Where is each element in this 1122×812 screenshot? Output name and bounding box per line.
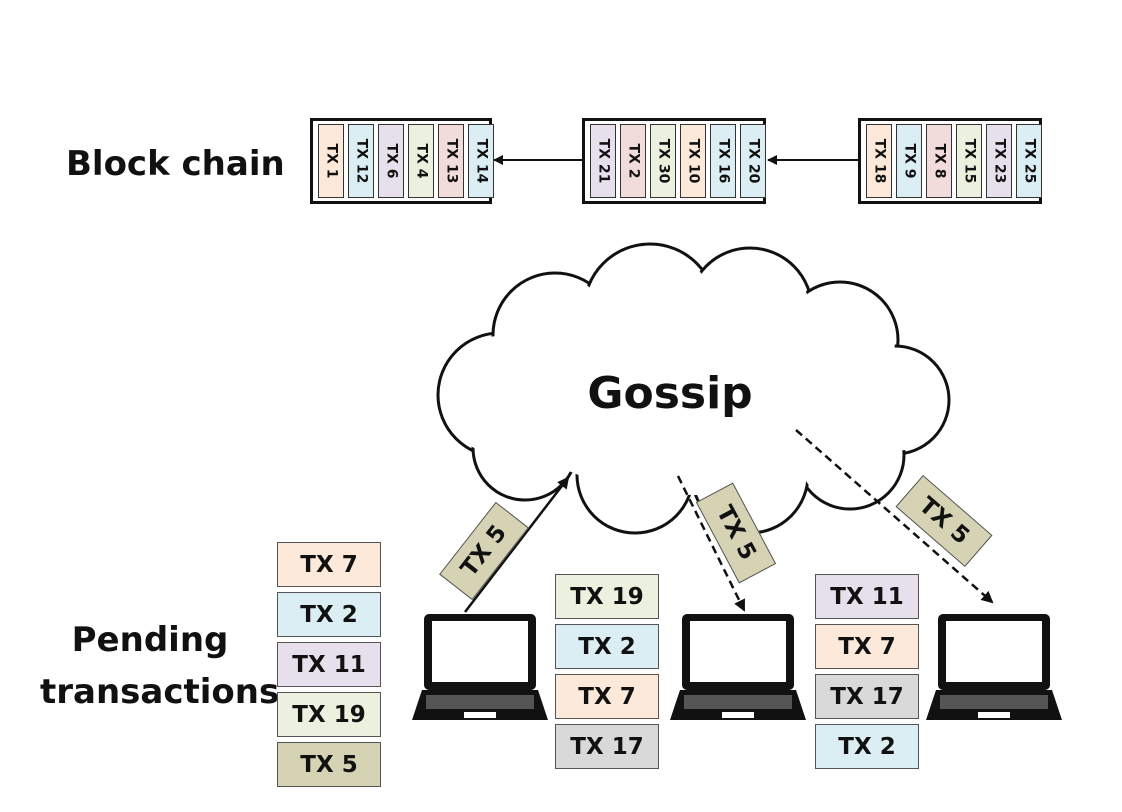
laptop-icon	[412, 614, 548, 720]
block-tx: TX 23	[986, 124, 1012, 198]
pending-tx: TX 7	[277, 542, 381, 587]
gossip-send-arrow	[464, 476, 570, 613]
pending-tx: TX 5	[277, 742, 381, 787]
block: TX 18 TX 9 TX 8 TX 15 TX 23 TX 25	[858, 118, 1042, 204]
gossip-receive-arrow	[676, 475, 746, 612]
gossip-label: Gossip	[587, 368, 753, 419]
block-tx: TX 8	[926, 124, 952, 198]
block-tx: TX 9	[896, 124, 922, 198]
block-tx: TX 16	[710, 124, 736, 198]
block-tx: TX 18	[866, 124, 892, 198]
pending-tx: TX 19	[555, 574, 659, 619]
pending-tx: TX 2	[815, 724, 919, 769]
block: TX 21 TX 2 TX 30 TX 10 TX 16 TX 20	[582, 118, 766, 204]
block-tx: TX 14	[468, 124, 494, 198]
block-tx: TX 1	[318, 124, 344, 198]
block-tx: TX 10	[680, 124, 706, 198]
pending-tx: TX 2	[555, 624, 659, 669]
pending-tx: TX 2	[277, 592, 381, 637]
pending-tx: TX 11	[277, 642, 381, 687]
block: TX 1 TX 12 TX 6 TX 4 TX 13 TX 14	[310, 118, 494, 204]
block-tx: TX 6	[378, 124, 404, 198]
pending-tx: TX 17	[555, 724, 659, 769]
pending-tx: TX 7	[555, 674, 659, 719]
pending-transactions-label: Pending transactions	[40, 614, 280, 718]
block-tx: TX 20	[740, 124, 766, 198]
pending-tx: TX 19	[277, 692, 381, 737]
block-tx: TX 12	[348, 124, 374, 198]
pending-label-line1: Pending	[71, 620, 229, 660]
pending-pool: TX 19 TX 2 TX 7 TX 17	[555, 574, 659, 769]
pending-pool: TX 7 TX 2 TX 11 TX 19 TX 5	[277, 542, 381, 787]
block-tx: TX 13	[438, 124, 464, 198]
laptop-icon	[670, 614, 806, 720]
block-tx: TX 2	[620, 124, 646, 198]
gossip-receive-arrow	[795, 429, 994, 604]
block-tx: TX 4	[408, 124, 434, 198]
block-tx: TX 15	[956, 124, 982, 198]
block-tx: TX 30	[650, 124, 676, 198]
block-tx: TX 21	[590, 124, 616, 198]
pending-tx: TX 17	[815, 674, 919, 719]
laptop-icon	[926, 614, 1062, 720]
pending-pool: TX 11 TX 7 TX 17 TX 2	[815, 574, 919, 769]
blockchain-label: Block chain	[66, 144, 285, 184]
block-tx: TX 25	[1016, 124, 1042, 198]
pending-tx: TX 11	[815, 574, 919, 619]
pending-tx: TX 7	[815, 624, 919, 669]
pending-label-line2: transactions	[40, 672, 280, 712]
